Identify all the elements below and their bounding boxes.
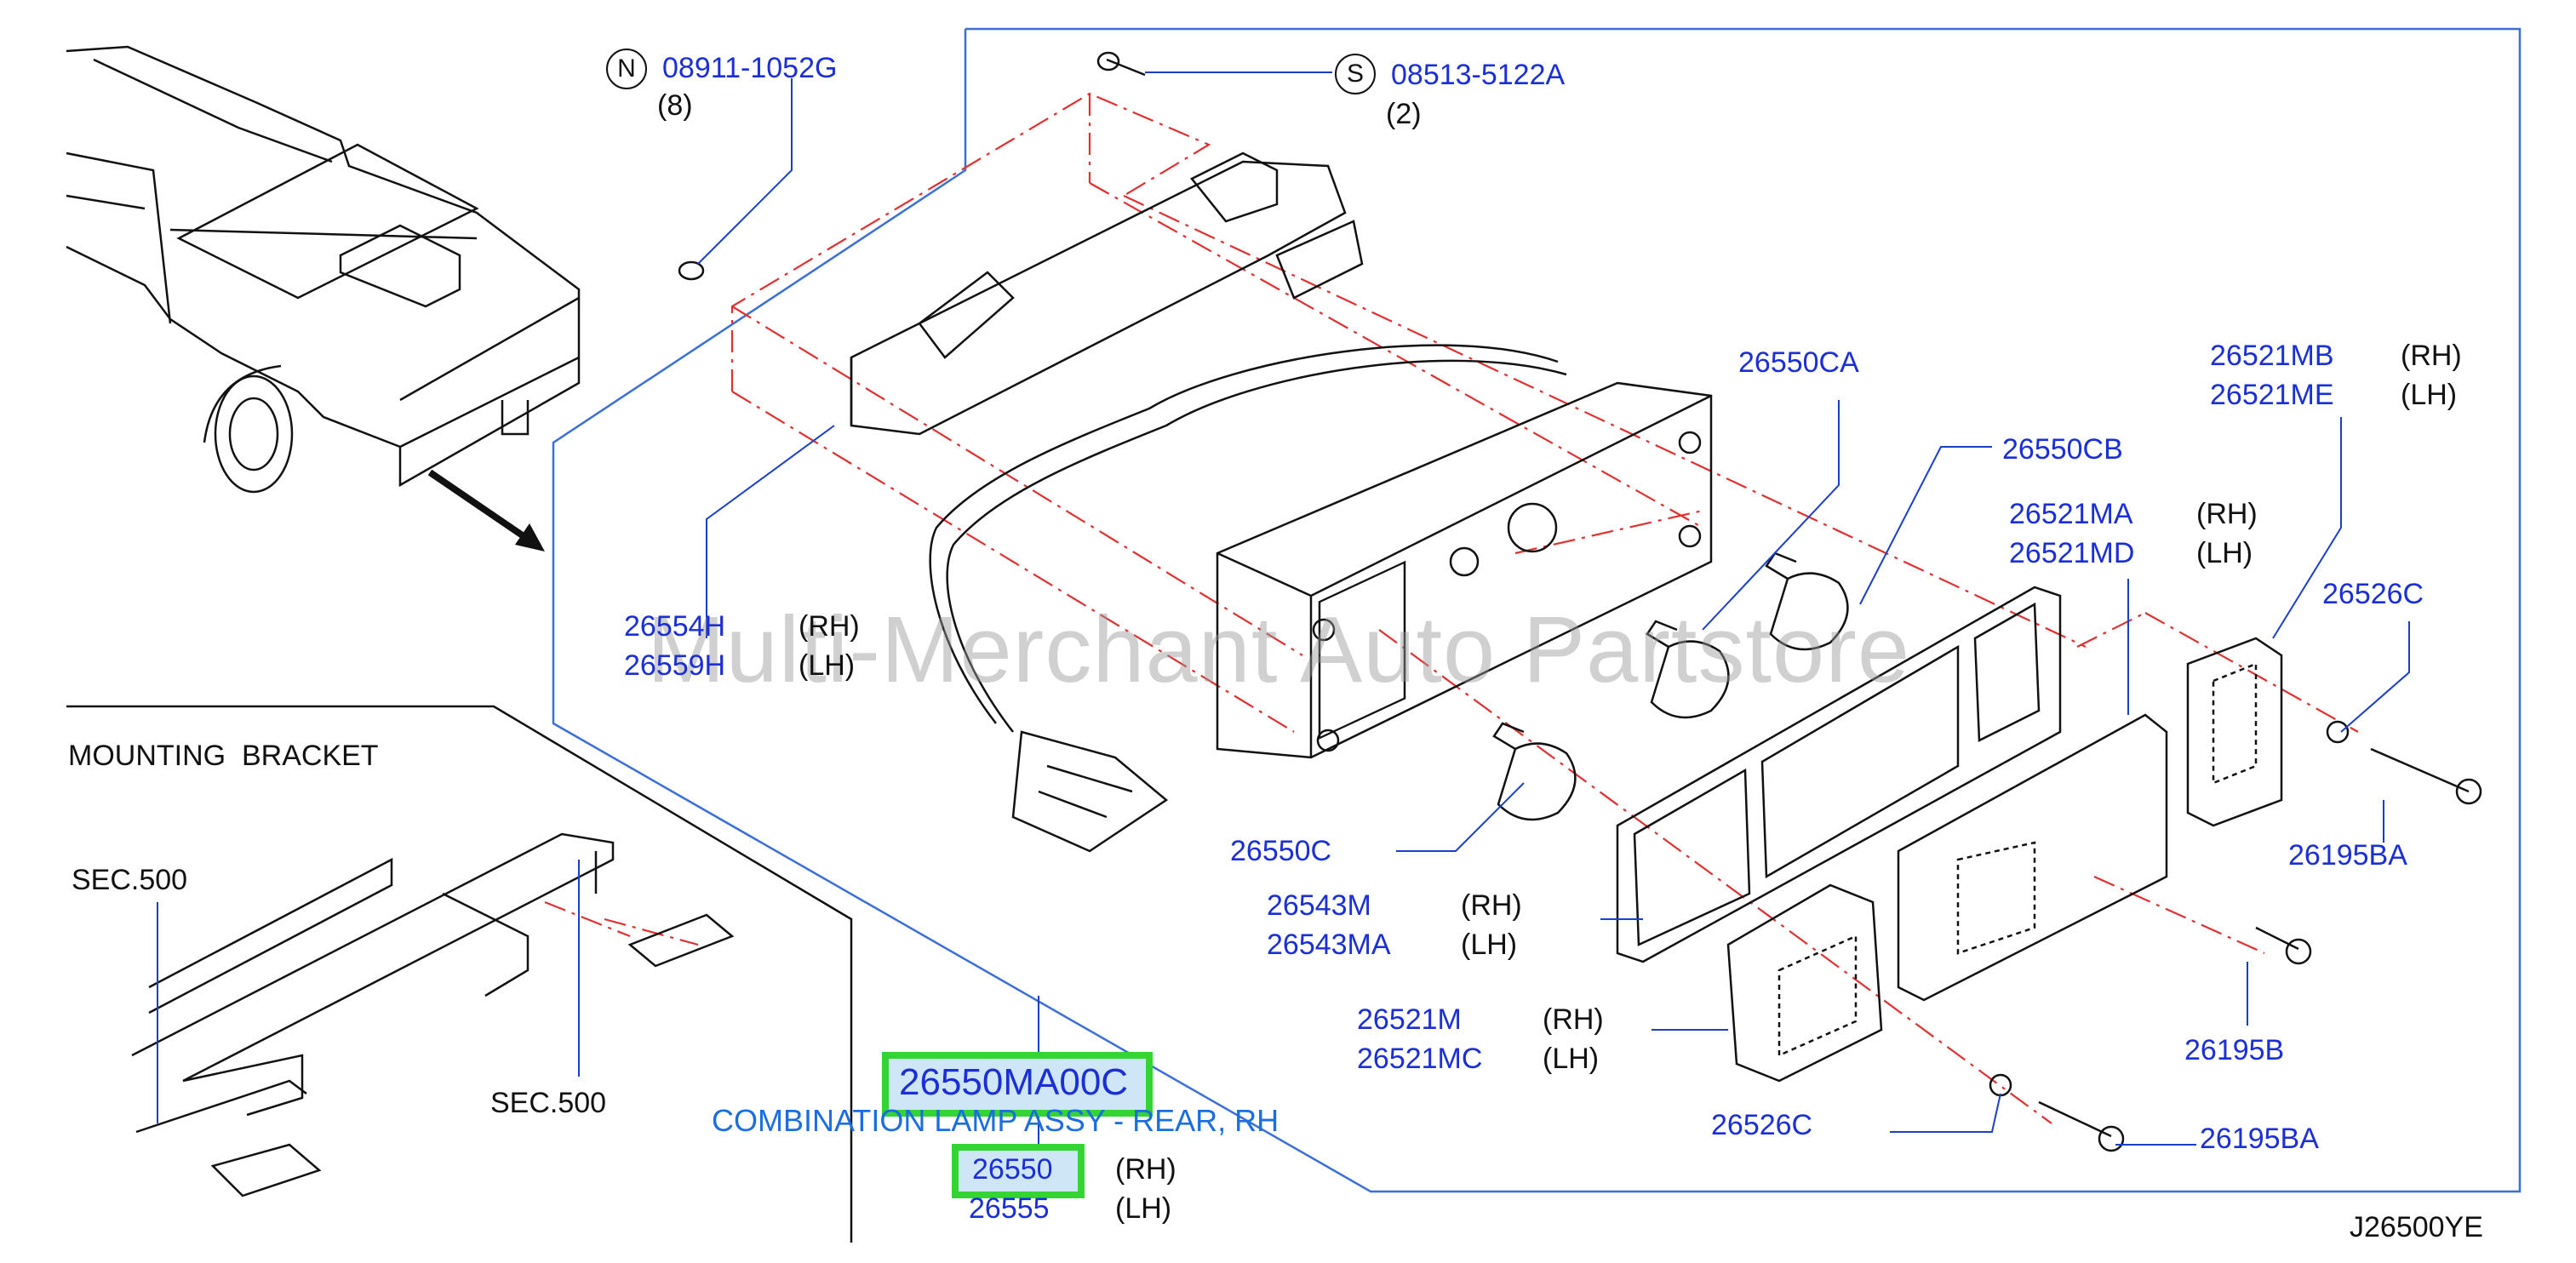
bracket-section-frame bbox=[66, 705, 853, 1243]
side-lh-26521MC: (LH) bbox=[1543, 1043, 1600, 1075]
gasket bbox=[1616, 586, 2062, 963]
part-26543MA[interactable]: 26543MA bbox=[1267, 929, 1391, 961]
screws bbox=[678, 51, 2482, 1152]
part-26526C-bottom[interactable]: 26526C bbox=[1711, 1109, 1813, 1141]
sec-500-right: SEC.500 bbox=[490, 1087, 607, 1119]
assembly-frame bbox=[552, 27, 2522, 1193]
pointer-arrow-head bbox=[515, 523, 545, 551]
side-rh-26521MB: (RH) bbox=[2401, 340, 2462, 372]
ref-26550-highlight[interactable] bbox=[952, 1144, 1085, 1198]
part-26550C[interactable]: 26550C bbox=[1230, 835, 1332, 867]
part-26195BA-bottom[interactable]: 26195BA bbox=[2200, 1123, 2319, 1155]
part-26550CA[interactable]: 26550CA bbox=[1738, 346, 1859, 379]
lenses bbox=[1726, 637, 2283, 1083]
part-26543M[interactable]: 26543M bbox=[1267, 889, 1371, 922]
part-26550[interactable]: 26550 bbox=[972, 1153, 1053, 1186]
selected-part-description: COMBINATION LAMP ASSY - REAR, RH bbox=[712, 1103, 1279, 1138]
leader-lines bbox=[157, 71, 2410, 1157]
side-lh-26521MD: (LH) bbox=[2196, 537, 2253, 569]
part-26521MD[interactable]: 26521MD bbox=[2009, 537, 2135, 569]
side-rh-26550: (RH) bbox=[1115, 1153, 1176, 1186]
wiring-harness bbox=[929, 344, 1567, 853]
part-26526C-top[interactable]: 26526C bbox=[2322, 578, 2424, 610]
side-rh-26543M: (RH) bbox=[1461, 889, 1522, 922]
part-26550CB[interactable]: 26550CB bbox=[2002, 433, 2123, 466]
selected-part-highlight[interactable] bbox=[882, 1052, 1153, 1117]
qty-2: (2) bbox=[1386, 98, 1422, 130]
lamp-bracket bbox=[850, 151, 1364, 436]
selected-part-number[interactable]: 26550MA00C bbox=[899, 1061, 1129, 1103]
part-26555[interactable]: 26555 bbox=[969, 1192, 1050, 1225]
bracket-detail bbox=[131, 832, 735, 1197]
symbol-n-circle: N bbox=[606, 49, 647, 89]
sec-500-left: SEC.500 bbox=[72, 864, 188, 896]
side-rh-26521MA: (RH) bbox=[2196, 498, 2258, 530]
side-lh-26555: (LH) bbox=[1115, 1192, 1172, 1225]
part-26521MA[interactable]: 26521MA bbox=[2009, 498, 2133, 530]
part-26195B[interactable]: 26195B bbox=[2184, 1034, 2285, 1066]
side-rh-26554H: (RH) bbox=[799, 610, 860, 643]
bulbs bbox=[1492, 551, 1849, 821]
side-lh-26543MA: (LH) bbox=[1461, 929, 1518, 961]
part-26559H[interactable]: 26559H bbox=[624, 649, 726, 682]
side-lh-26521ME: (LH) bbox=[2401, 379, 2458, 411]
part-08513-5122A[interactable]: 08513-5122A bbox=[1391, 59, 1566, 91]
side-lh-26559H: (LH) bbox=[799, 649, 856, 682]
diagram-code: J26500YE bbox=[2350, 1211, 2483, 1243]
watermark: Multi-Merchant Auto Partstore bbox=[647, 597, 1911, 702]
part-26521ME[interactable]: 26521ME bbox=[2210, 379, 2334, 411]
qty-8: (8) bbox=[657, 89, 693, 122]
part-26521MB[interactable]: 26521MB bbox=[2210, 340, 2334, 372]
part-26554H[interactable]: 26554H bbox=[624, 610, 726, 643]
part-08911-1052G[interactable]: 08911-1052G bbox=[662, 52, 838, 84]
side-rh-26521M: (RH) bbox=[1543, 1003, 1604, 1036]
truck-illustration bbox=[66, 45, 581, 494]
part-26521M[interactable]: 26521M bbox=[1357, 1003, 1462, 1036]
pointer-arrow-line bbox=[427, 469, 526, 540]
part-26521MC[interactable]: 26521MC bbox=[1357, 1043, 1483, 1075]
lamp-housing bbox=[1216, 381, 1713, 759]
symbol-s-circle: S bbox=[1335, 54, 1376, 94]
part-26195BA-top[interactable]: 26195BA bbox=[2288, 839, 2407, 872]
mounting-bracket-title: MOUNTING BRACKET bbox=[68, 740, 379, 772]
